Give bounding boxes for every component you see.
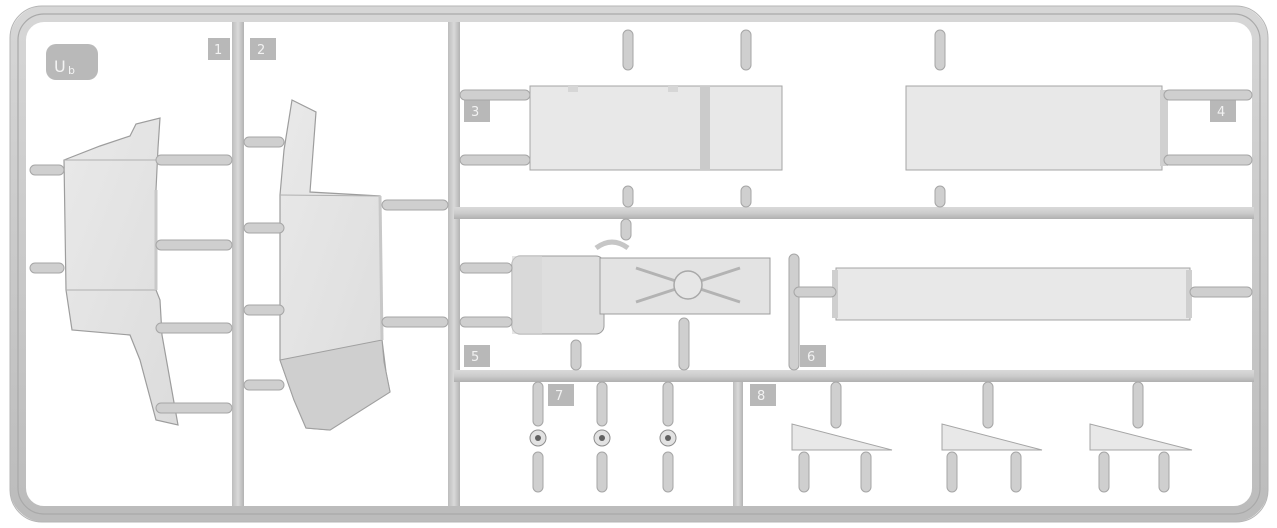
gate-stub	[1189, 286, 1253, 298]
gate-stub	[740, 185, 752, 208]
gate-stub	[662, 451, 674, 493]
part-6-bar	[832, 267, 1192, 321]
sprue-frame	[9, 5, 1269, 523]
part-4-panel	[905, 85, 1168, 171]
gate-stub	[946, 451, 958, 493]
gate-stub	[830, 381, 842, 429]
gate-stub	[29, 164, 65, 176]
part-1-side-panel	[63, 117, 179, 426]
gate-stub	[155, 322, 233, 334]
gate-stub	[570, 339, 582, 371]
part-number-2: 2	[257, 43, 265, 58]
gate-stub	[532, 451, 544, 493]
part-number-8: 8	[757, 389, 765, 404]
gate-stub	[532, 381, 544, 427]
gate-stub	[934, 29, 946, 71]
part-2-side-panel	[279, 99, 391, 431]
gate-stub	[596, 451, 608, 493]
gate-stub	[459, 262, 513, 274]
gate-stub	[243, 136, 285, 148]
gate-stub	[793, 286, 837, 298]
gate-stub	[1098, 451, 1110, 493]
gate-stub	[243, 379, 285, 391]
part-number-3: 3	[471, 105, 479, 120]
gate-stub	[596, 381, 608, 427]
gate-stub	[622, 185, 634, 208]
sprue-code-letter: U	[54, 57, 66, 76]
part-8-wedges	[791, 423, 1193, 451]
part-number-1: 1	[214, 43, 222, 58]
part-number-4: 4	[1217, 105, 1225, 120]
part-7-small-parts	[529, 429, 677, 447]
gate-stub	[934, 185, 946, 208]
gate-stub	[459, 316, 513, 328]
gate-stub	[155, 154, 233, 166]
gate-stub	[798, 451, 810, 493]
gate-stub	[1010, 451, 1022, 493]
gate-stub	[381, 199, 449, 211]
part-3-panel	[529, 85, 783, 171]
gate-stub	[155, 239, 233, 251]
gate-stub	[1158, 451, 1170, 493]
gate-stub	[982, 381, 994, 429]
sprue-code-subscript: b	[68, 64, 75, 77]
gate-stub	[662, 381, 674, 427]
gate-stub	[1163, 154, 1253, 166]
gate-stub	[622, 29, 634, 71]
sprue-gates	[29, 29, 1253, 493]
gate-stub	[155, 402, 233, 414]
gate-stub	[459, 154, 531, 166]
part-number-7: 7	[555, 389, 563, 404]
gate-stub	[381, 316, 449, 328]
part-number-6: 6	[807, 350, 815, 365]
part-number-5: 5	[471, 350, 479, 365]
gate-stub	[243, 222, 285, 234]
gate-stub	[678, 317, 690, 371]
gate-stub	[459, 89, 531, 101]
part-number-tabs: 1 2 3 4 5 6 7 8	[208, 38, 1236, 406]
gate-stub	[740, 29, 752, 71]
gate-stub	[788, 253, 800, 371]
gate-stub	[29, 262, 65, 274]
gate-stub	[243, 304, 285, 316]
sprue-runners	[232, 22, 1254, 506]
gate-stub	[1132, 381, 1144, 429]
part-5-box	[511, 239, 771, 335]
gate-stub	[620, 218, 632, 241]
gate-stub	[860, 451, 872, 493]
sprue-code-tab: U b	[46, 44, 98, 80]
gate-stub	[1163, 89, 1253, 101]
